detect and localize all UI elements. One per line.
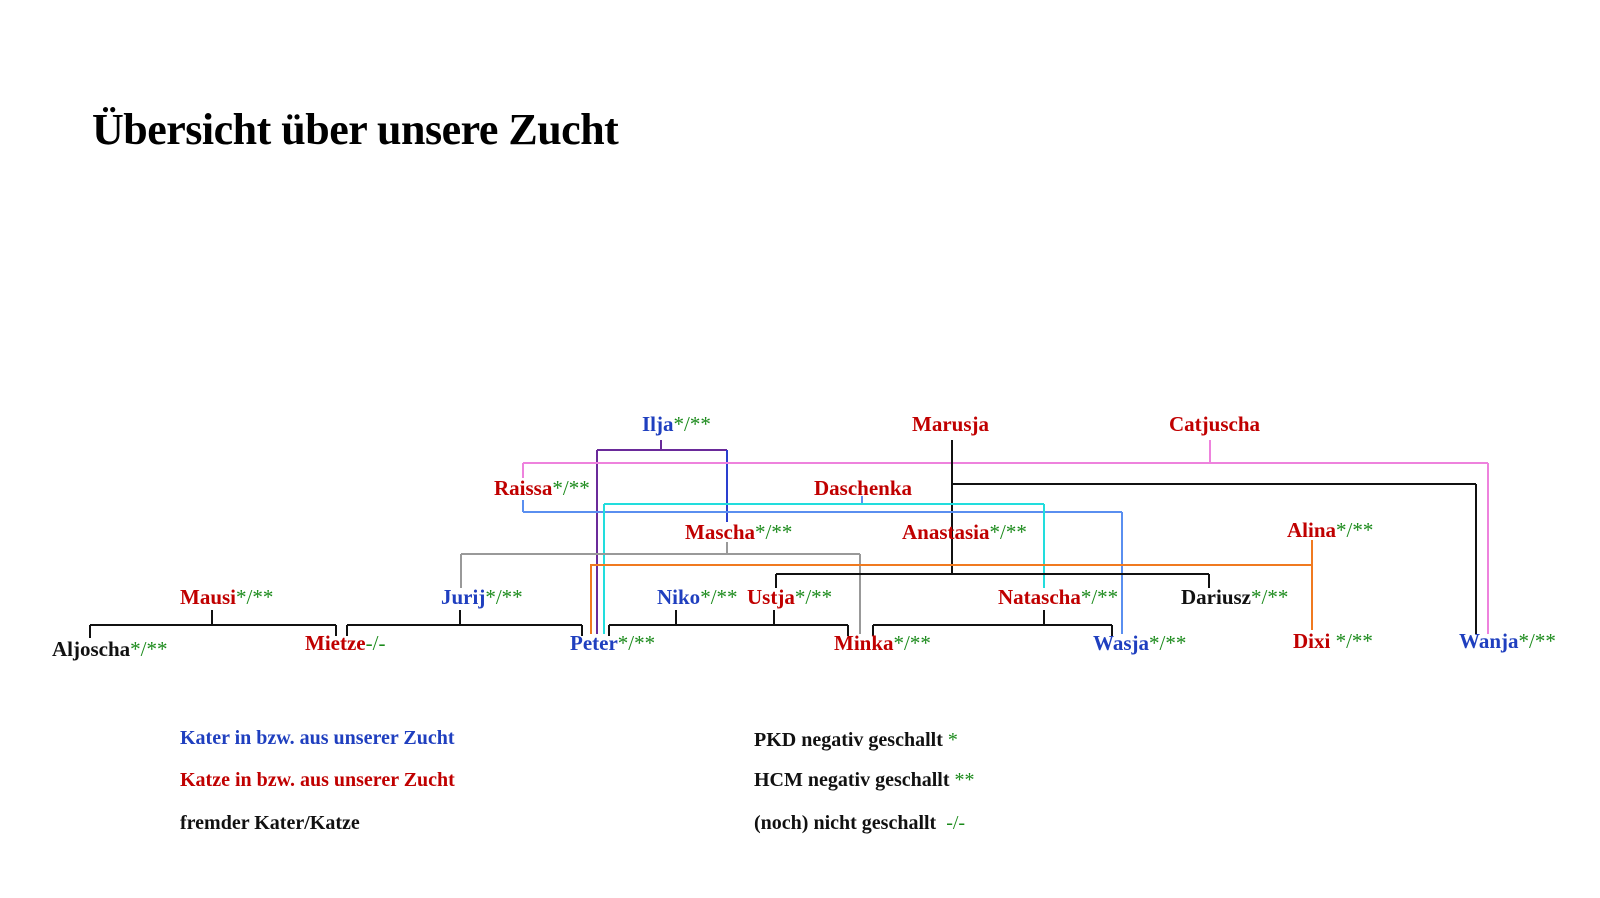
- node-mascha: Mascha*/**: [685, 520, 793, 544]
- node-dixi: Dixi */**: [1293, 629, 1373, 653]
- node-minka: Minka*/**: [834, 631, 931, 655]
- node-anastasia: Anastasia*/**: [902, 520, 1027, 544]
- legend-not-scanned: (noch) nicht geschallt -/-: [754, 812, 966, 834]
- connector-anastasia: [775, 573, 1210, 588]
- node-wanja: Wanja*/**: [1459, 629, 1556, 653]
- connector-ilja: [596, 440, 727, 634]
- node-niko: Niko*/**: [657, 585, 738, 609]
- node-mausi: Mausi*/**: [180, 585, 274, 609]
- node-ilja: Ilja*/**: [642, 412, 711, 436]
- connector-mausi: [89, 610, 337, 638]
- node-peter: Peter*/**: [570, 631, 656, 655]
- node-mietze: Mietze-/-: [305, 631, 386, 655]
- node-natascha: Natascha*/**: [998, 585, 1119, 609]
- node-catjuscha: Catjuscha: [1169, 412, 1261, 436]
- connector-jurij: [346, 610, 583, 636]
- node-wasja: Wasja*/**: [1093, 631, 1187, 655]
- node-dariusz: Dariusz*/**: [1181, 585, 1289, 609]
- node-aljoscha: Aljoscha*/**: [52, 637, 168, 661]
- connector-natascha: [872, 610, 1113, 636]
- node-alina: Alina*/**: [1287, 518, 1374, 542]
- page-title: Übersicht über unsere Zucht: [92, 105, 619, 154]
- connector-alina: [590, 540, 1313, 634]
- legend-foreign: fremder Kater/Katze: [180, 812, 360, 834]
- connector-mascha: [460, 542, 861, 634]
- legend-female: Katze in bzw. aus unserer Zucht: [180, 769, 455, 791]
- node-marusja: Marusja: [912, 412, 989, 436]
- connector-niko-ustja: [608, 610, 849, 636]
- node-jurij: Jurij*/**: [441, 585, 523, 609]
- legend-male: Kater in bzw. aus unserer Zucht: [180, 727, 455, 749]
- node-daschenka: Daschenka: [814, 476, 913, 500]
- node-raissa: Raissa*/**: [494, 476, 590, 500]
- connector-marusja: [951, 440, 1477, 634]
- node-ustja: Ustja*/**: [747, 585, 833, 609]
- legend-pkd: PKD negativ geschallt *: [754, 729, 958, 751]
- connector-catjuscha: [522, 440, 1489, 634]
- legend-hcm: HCM negativ geschallt **: [754, 769, 975, 791]
